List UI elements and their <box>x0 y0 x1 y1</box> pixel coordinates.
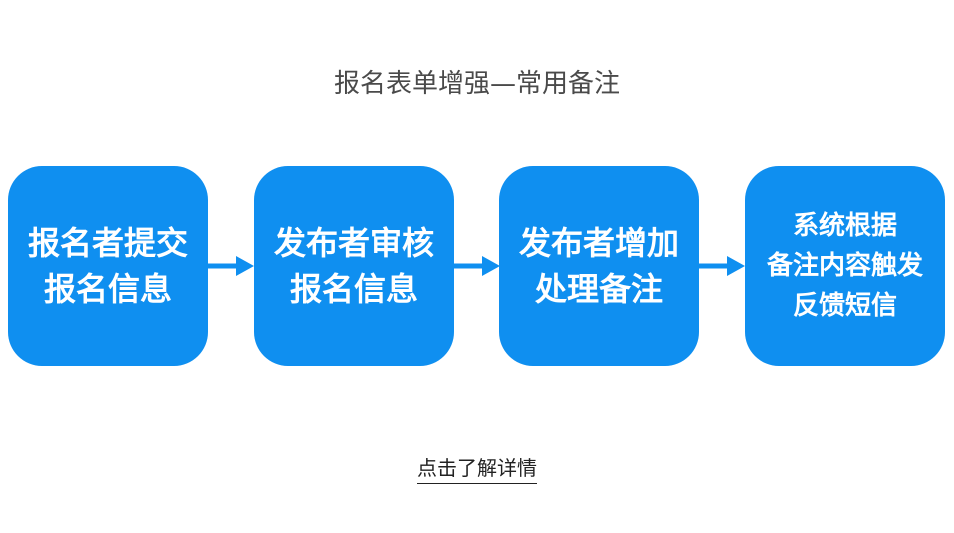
step-3-line-1: 发布者增加 <box>518 224 679 262</box>
step-1-submit-info: 报名者提交 报名信息 <box>8 166 208 366</box>
learn-more-link[interactable]: 点击了解详情 <box>417 454 537 484</box>
step-2-line-2: 报名信息 <box>289 270 418 308</box>
arrow-1 <box>208 256 254 276</box>
arrow-2 <box>454 256 500 276</box>
step-1-line-1: 报名者提交 <box>27 224 188 262</box>
step-2-line-1: 发布者审核 <box>273 224 434 262</box>
step-3-add-note: 发布者增加 处理备注 <box>499 166 699 366</box>
diagram-title: 报名表单增强—常用备注 <box>333 69 620 99</box>
step-2-review-info: 发布者审核 报名信息 <box>254 166 454 366</box>
arrow-3 <box>699 256 745 276</box>
step-3-line-2: 处理备注 <box>534 270 663 308</box>
step-4-line-3: 反馈短信 <box>792 291 897 321</box>
step-4-line-2: 备注内容触发 <box>766 251 923 281</box>
step-4-line-1: 系统根据 <box>792 211 897 241</box>
step-1-line-2: 报名信息 <box>43 270 172 308</box>
step-4-trigger-sms: 系统根据 备注内容触发 反馈短信 <box>745 166 945 366</box>
